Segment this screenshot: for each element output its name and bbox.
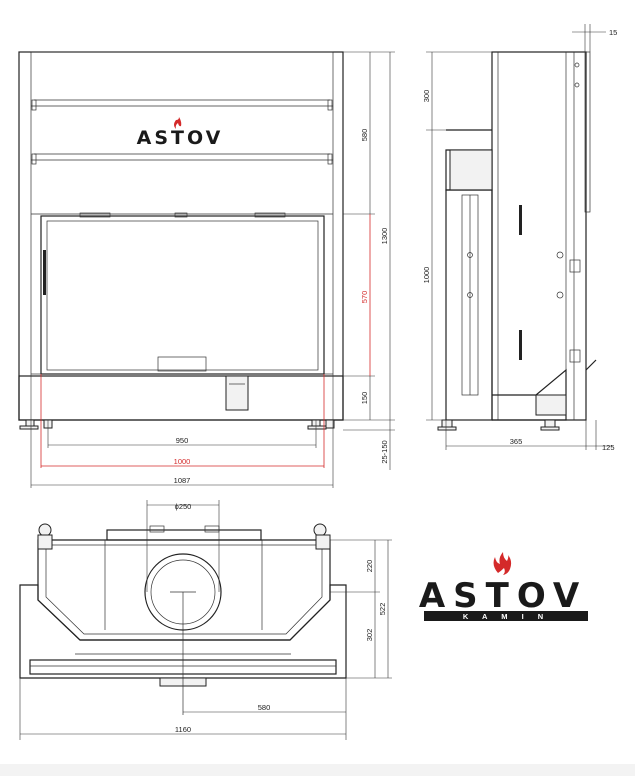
dim-glass-h: 570	[360, 291, 369, 304]
dim-side-back: 125	[602, 443, 615, 452]
side-view: 300 1000 365 125 15	[422, 24, 617, 452]
logo-sub: K A M I N	[463, 612, 549, 621]
dim-side-frame: 15	[609, 28, 617, 37]
dim-upper-h: 580	[360, 129, 369, 142]
astov-kamin-logo: ASTOV K A M I N	[419, 552, 588, 621]
dim-top-total-w: 1160	[175, 725, 191, 734]
top-view: ϕ250 220 302 522 580 1160	[19, 500, 392, 740]
dim-side-body: 1000	[422, 267, 431, 284]
dim-top-center: 580	[258, 703, 271, 712]
dim-top-front: 220	[365, 560, 374, 573]
bottom-strip	[0, 764, 635, 776]
dim-total-w: 1087	[174, 476, 191, 485]
flame-icon	[493, 552, 512, 575]
dim-side-top: 300	[422, 90, 431, 103]
dim-total-h: 1300	[380, 228, 389, 245]
front-view: ASTOV 580 570 150 1300	[18, 51, 395, 488]
dim-legs: 25-150	[380, 440, 389, 463]
dim-base-h: 150	[360, 392, 369, 405]
front-brand-label: ASTOV	[137, 127, 224, 149]
dim-inner-w: 950	[176, 436, 189, 445]
dim-flue: ϕ250	[175, 502, 192, 511]
logo-name: ASTOV	[419, 576, 587, 616]
dim-side-depth: 365	[510, 437, 523, 446]
dim-top-total: 522	[378, 603, 387, 616]
dim-glass-w: 1000	[174, 457, 191, 466]
dim-top-rear: 302	[365, 629, 374, 642]
front-flame-icon	[174, 117, 182, 129]
